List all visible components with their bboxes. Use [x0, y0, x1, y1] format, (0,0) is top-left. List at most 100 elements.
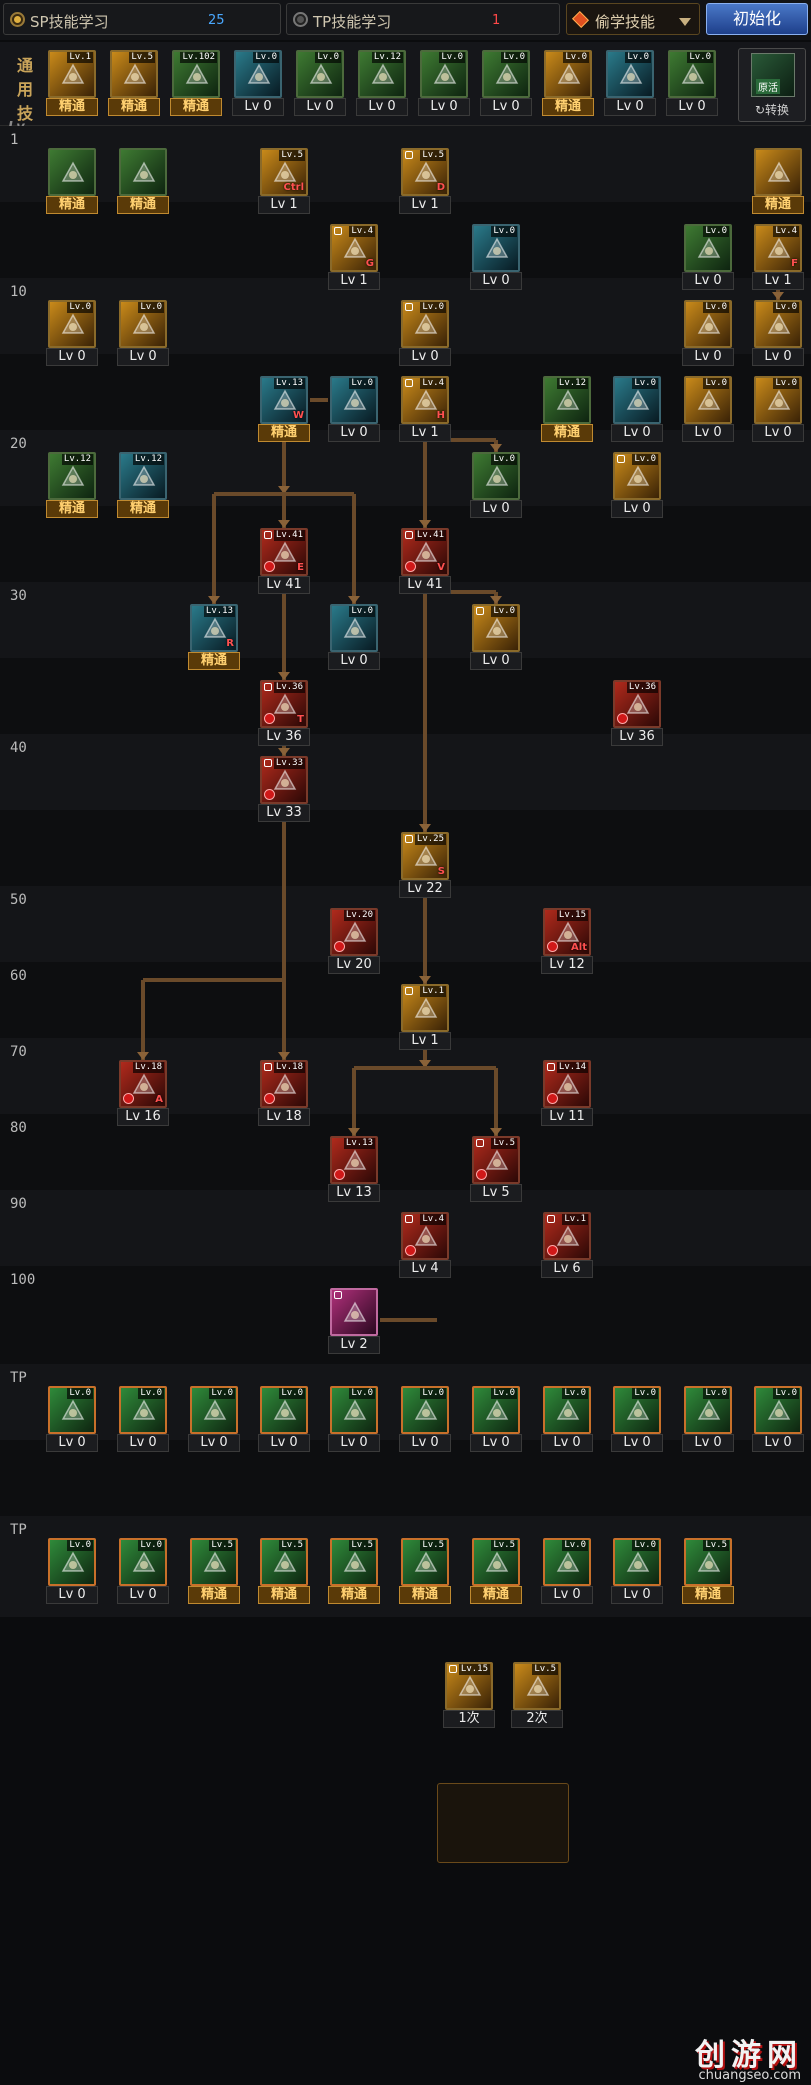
- skill-icon[interactable]: Lv.0: [401, 1386, 449, 1434]
- reset-button[interactable]: 初始化: [706, 3, 808, 35]
- skill-icon[interactable]: Lv.5: [330, 1538, 378, 1586]
- skill-icon[interactable]: Lv.0: [613, 376, 661, 424]
- skill-icon[interactable]: Lv.0: [613, 1538, 661, 1586]
- skill-icon[interactable]: Lv.0: [190, 1386, 238, 1434]
- skill-icon[interactable]: Lv.13: [330, 1136, 378, 1184]
- skill-icon[interactable]: Lv.18: [260, 1060, 308, 1108]
- skill-icon[interactable]: Lv.0: [420, 50, 468, 98]
- skill-icon[interactable]: Lv.0: [544, 50, 592, 98]
- skill-icon[interactable]: Lv.0: [472, 452, 520, 500]
- skill-icon[interactable]: Lv.12: [543, 376, 591, 424]
- skill-icon[interactable]: Lv.0: [613, 1386, 661, 1434]
- steal-skill-dropdown[interactable]: 偷学技能: [566, 3, 700, 35]
- skill-icon[interactable]: Lv.102: [172, 50, 220, 98]
- skill-icon[interactable]: Lv.4: [401, 1212, 449, 1260]
- skill-icon[interactable]: Lv.0: [754, 300, 802, 348]
- skill-icon[interactable]: [119, 148, 167, 196]
- skill-icon[interactable]: Lv.12: [48, 452, 96, 500]
- skill-icon[interactable]: Lv.15: [445, 1662, 493, 1710]
- skill-icon[interactable]: Lv.0: [472, 604, 520, 652]
- sp-radio-icon[interactable]: [10, 12, 25, 27]
- skill-icon[interactable]: Lv.1: [543, 1212, 591, 1260]
- skill-icon[interactable]: Lv.20: [330, 908, 378, 956]
- skill-icon[interactable]: Lv.0: [684, 300, 732, 348]
- skill-icon[interactable]: Lv.33: [260, 756, 308, 804]
- skill-icon[interactable]: Lv.0: [754, 1386, 802, 1434]
- skill-s5[interactable]: 精通: [752, 148, 804, 214]
- skill-s2[interactable]: 精通: [117, 148, 169, 214]
- skill-icon[interactable]: Lv.5: [472, 1538, 520, 1586]
- skill-icon[interactable]: [330, 1288, 378, 1336]
- skill-icon[interactable]: Lv.0: [330, 376, 378, 424]
- skill-icon[interactable]: Lv.0: [472, 224, 520, 272]
- skill-icon[interactable]: Lv.12: [119, 452, 167, 500]
- skill-s45[interactable]: Lv 2: [328, 1288, 380, 1354]
- skill-icon[interactable]: Lv.1: [401, 984, 449, 1032]
- skill-icon[interactable]: Lv.0: [472, 1386, 520, 1434]
- skill-icon[interactable]: Lv.0: [754, 376, 802, 424]
- swap-button[interactable]: 原活 ↻转换: [738, 48, 806, 122]
- skill-icon[interactable]: Lv.0: [668, 50, 716, 98]
- skill-icon[interactable]: [754, 148, 802, 196]
- skill-icon[interactable]: Lv.12: [358, 50, 406, 98]
- skill-icon[interactable]: Lv.0: [234, 50, 282, 98]
- skill-icon[interactable]: Lv.0: [543, 1386, 591, 1434]
- skill-s1[interactable]: 精通: [46, 148, 98, 214]
- sp-skill-tab[interactable]: SP技能学习 25: [3, 3, 281, 35]
- skill-icon[interactable]: Lv.0: [330, 1386, 378, 1434]
- tp-skill-tab[interactable]: TP技能学习 1: [286, 3, 560, 35]
- skill-icon[interactable]: Lv.1: [48, 50, 96, 98]
